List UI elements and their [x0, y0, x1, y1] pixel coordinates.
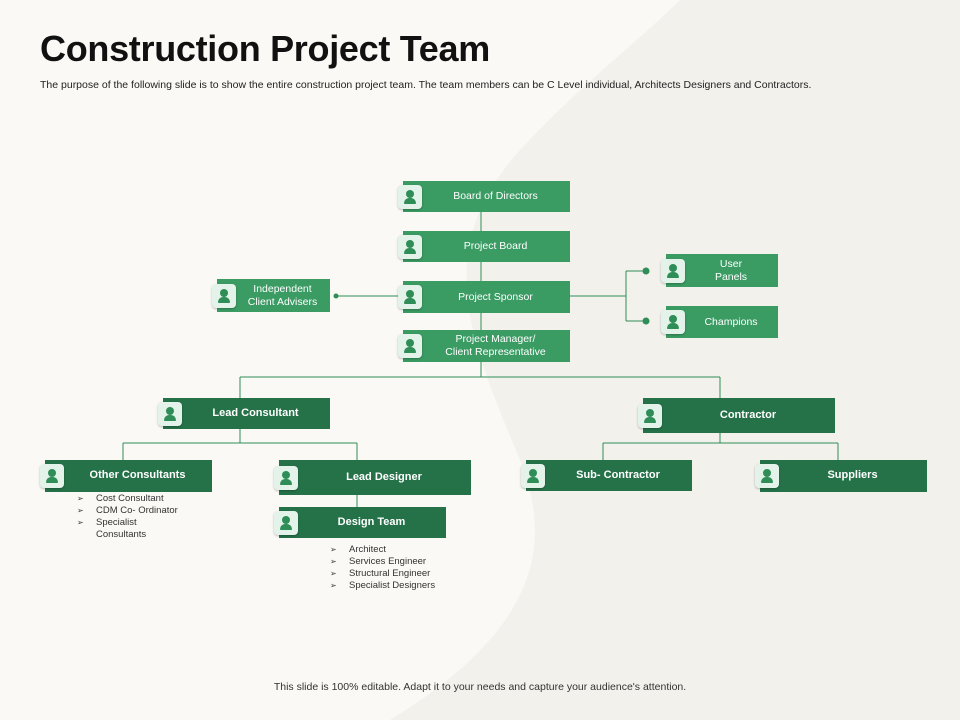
lead-consultant-label: Lead Consultant	[212, 406, 299, 419]
list-item: Structural Engineer	[330, 568, 470, 580]
champions-box: Champions	[661, 306, 778, 338]
suppliers-label: Suppliers	[827, 469, 878, 482]
list-item: Cost Consultant	[77, 493, 207, 505]
list-item: Services Engineer	[330, 556, 470, 568]
user-icon	[638, 403, 662, 428]
project-board-box: Project Board	[398, 231, 570, 262]
list-item: Specialist Designers	[330, 580, 470, 592]
contractor-label: Contractor	[719, 408, 777, 421]
other-consultants-box: Other Consultants	[40, 460, 212, 492]
lead-consultant-box: Lead Consultant	[158, 398, 330, 429]
list-item: Specialist Consultants	[77, 517, 207, 541]
list-item: Architect	[330, 544, 470, 556]
user-panels-label: User Panels	[714, 257, 748, 283]
user-panels-box: User Panels	[661, 254, 778, 287]
user-icon	[158, 401, 182, 426]
user-icon	[521, 463, 545, 488]
user-icon	[661, 310, 685, 334]
other-consultants-label: Other Consultants	[89, 469, 186, 482]
user-icon	[398, 184, 422, 209]
list-item: CDM Co- Ordinator	[77, 505, 207, 517]
user-icon	[274, 465, 298, 490]
independent-advisers-label: Independent Client Advisers	[247, 282, 318, 308]
sub-contractor-box: Sub- Contractor	[521, 460, 692, 491]
user-icon	[398, 285, 422, 309]
project-manager-box: Project Manager/ Client Representative	[398, 330, 570, 362]
suppliers-box: Suppliers	[755, 460, 927, 492]
contractor-box: Contractor	[638, 398, 835, 433]
champions-label: Champions	[704, 315, 758, 328]
user-icon	[398, 334, 422, 358]
lead-designer-box: Lead Designer	[274, 460, 471, 495]
user-icon	[398, 234, 422, 259]
user-icon	[40, 464, 64, 488]
project-manager-label: Project Manager/ Client Representative	[445, 333, 546, 358]
footer-note: This slide is 100% editable. Adapt it to…	[273, 681, 687, 693]
design-team-box: Design Team	[274, 507, 446, 538]
project-sponsor-label: Project Sponsor	[458, 290, 533, 303]
user-icon	[212, 283, 236, 308]
lead-designer-label: Lead Designer	[346, 470, 422, 483]
sub-contractor-label: Sub- Contractor	[576, 468, 660, 481]
other-consultants-list: Cost Consultant CDM Co- Ordinator Specia…	[77, 493, 207, 541]
user-icon	[661, 258, 685, 283]
independent-advisers-box: Independent Client Advisers	[212, 279, 330, 312]
project-sponsor-box: Project Sponsor	[398, 281, 570, 313]
design-team-label: Design Team	[337, 515, 406, 528]
page-subtitle: The purpose of the following slide is to…	[40, 79, 812, 91]
project-board-label: Project Board	[463, 240, 528, 253]
user-icon	[274, 510, 298, 535]
page-title: Construction Project Team	[40, 28, 490, 69]
design-team-list: Architect Services Engineer Structural E…	[330, 544, 470, 592]
board-of-directors-box: Board of Directors	[398, 181, 570, 212]
board-of-directors-label: Board of Directors	[453, 190, 538, 203]
user-icon	[755, 464, 779, 488]
